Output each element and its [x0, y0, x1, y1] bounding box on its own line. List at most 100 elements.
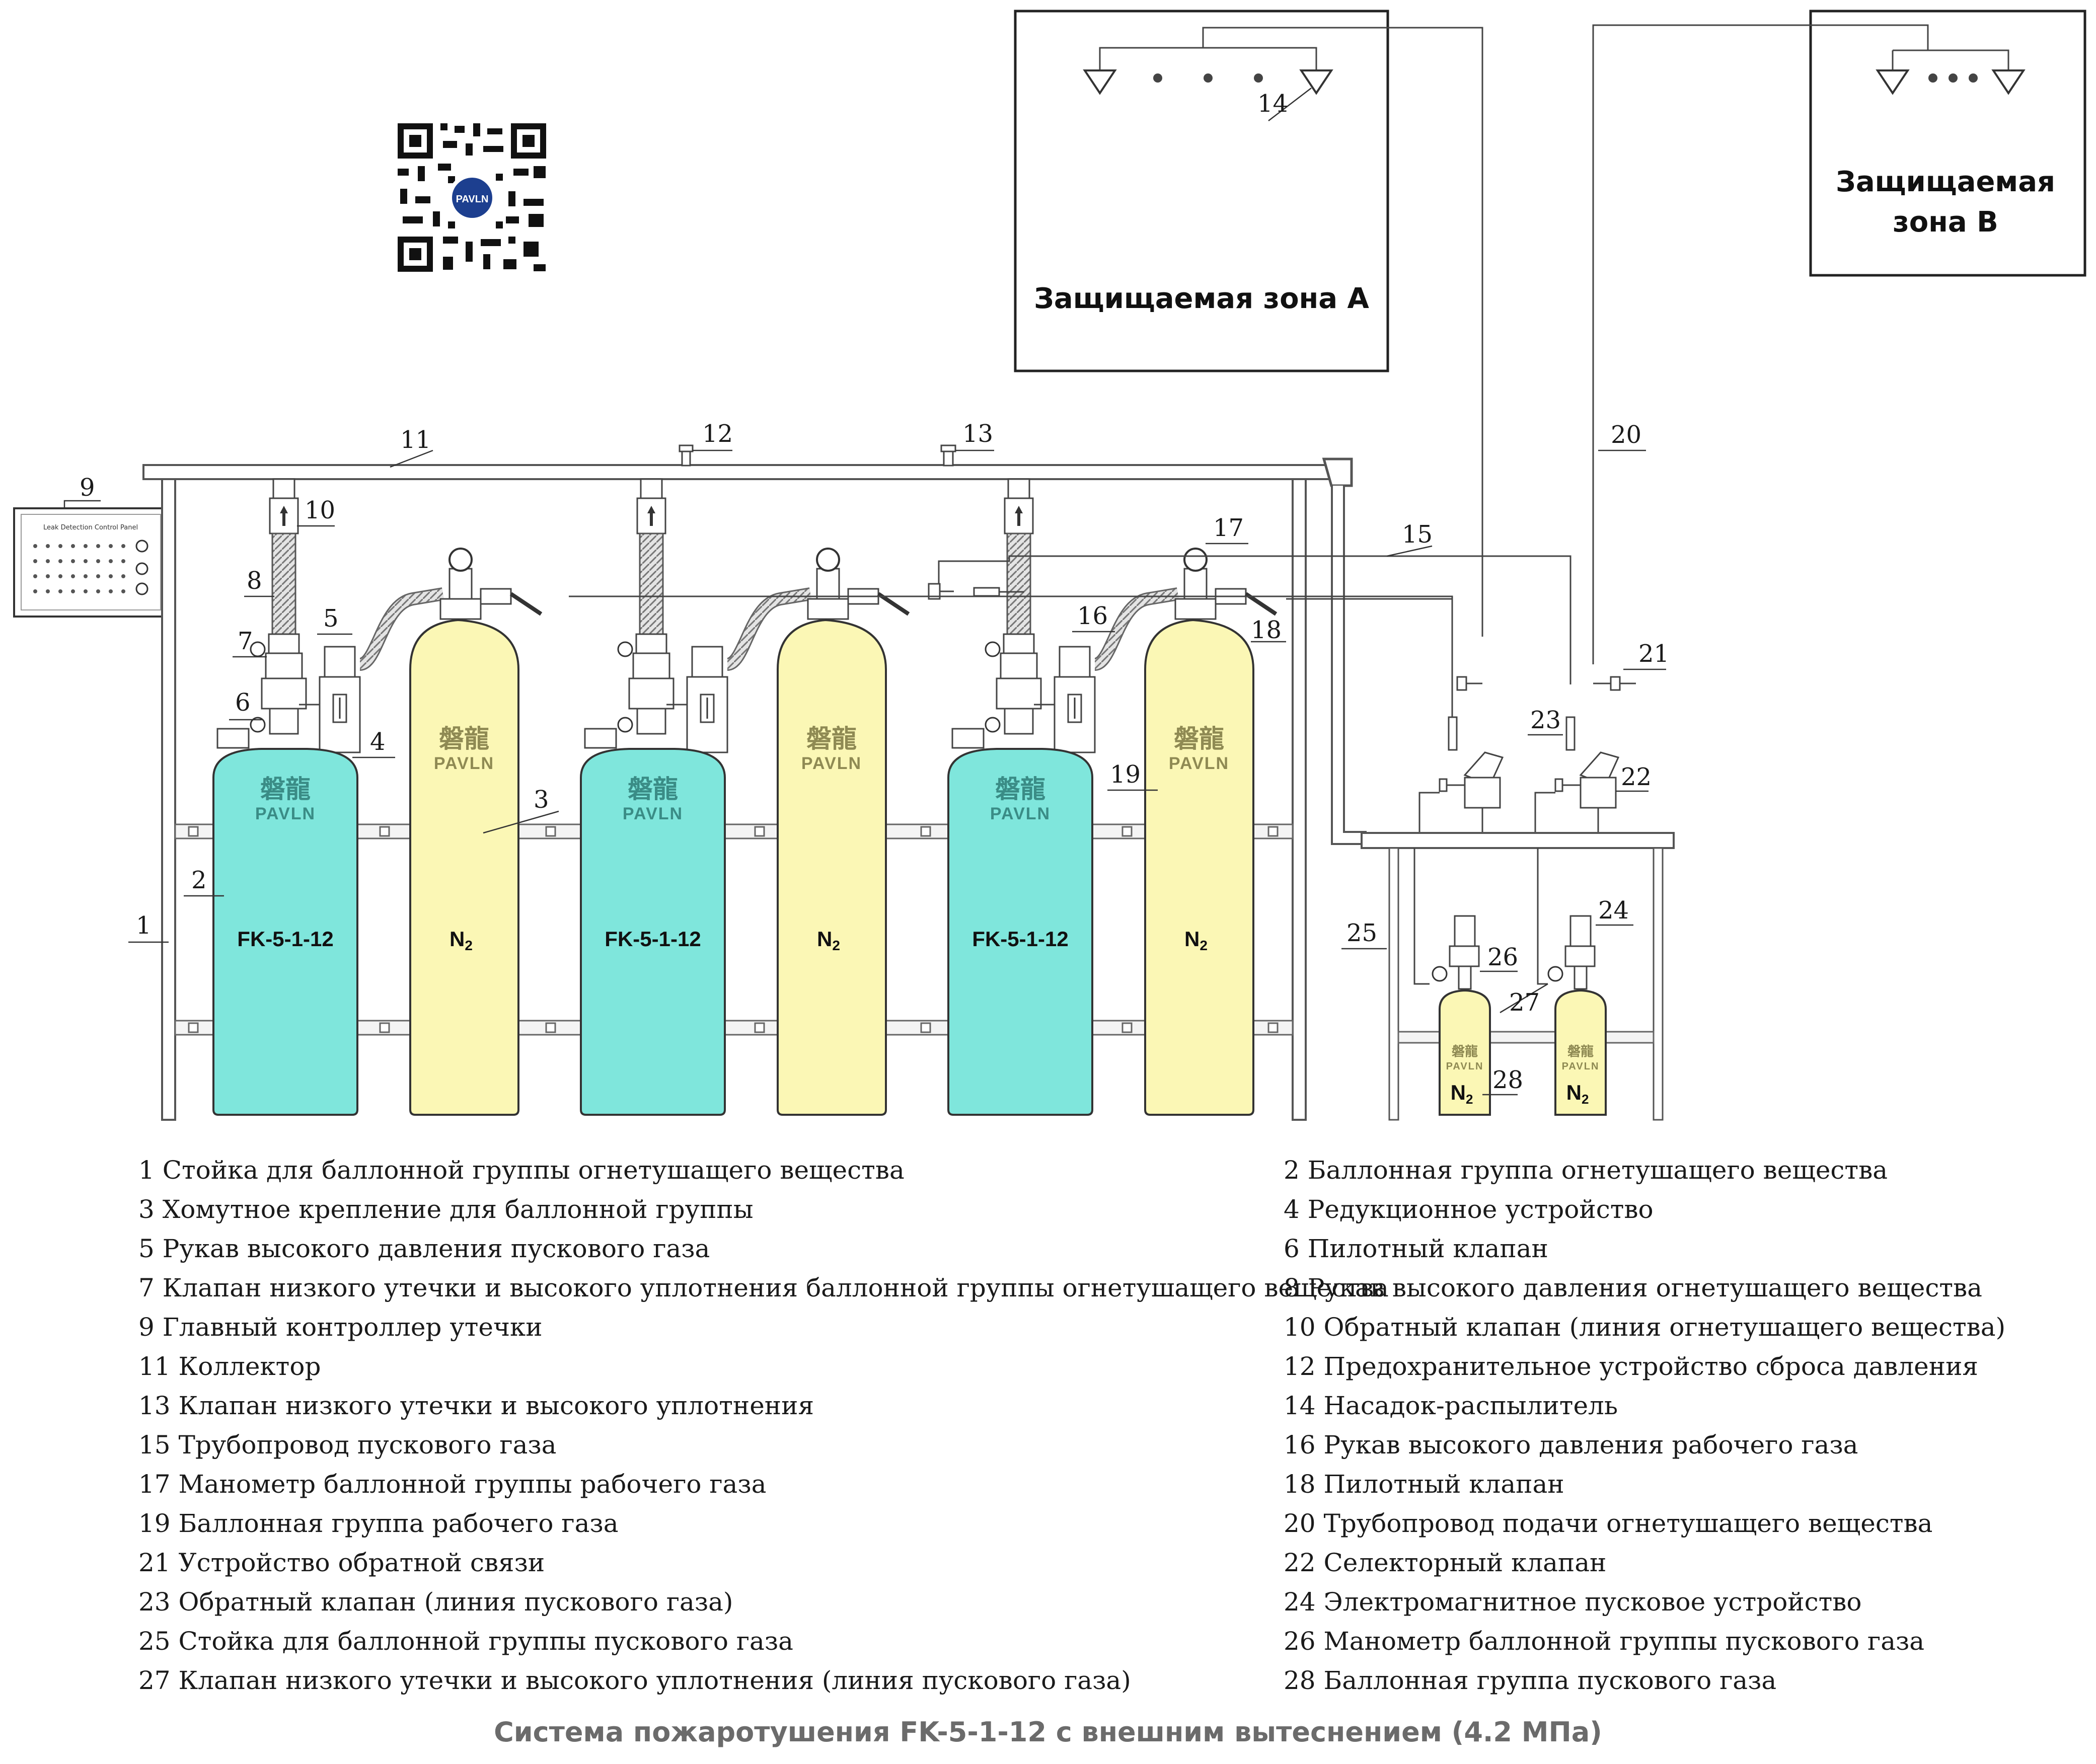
cylinder-brand-en: PAVLN [1562, 1061, 1600, 1072]
n2-label-subscript: 2 [1200, 938, 1208, 953]
cylinder-brand-en: PAVLN [255, 804, 316, 823]
legend-item: 7 Клапан низкого утечки и высокого уплот… [138, 1273, 1389, 1302]
pilot-cylinder-2: 磐龍 PAVLN N2 [1547, 915, 1607, 1116]
qr-code: PAVLN [395, 121, 549, 274]
legend-item: 9 Главный контроллер утечки [138, 1313, 543, 1342]
cylinder-brand-cn: 磐龍 [260, 775, 311, 804]
callout-11: 11 [400, 426, 431, 454]
zone-a-label: Защищаемая зона A [1034, 282, 1369, 315]
controller-panel-title: Leak Detection Control Panel [43, 524, 138, 531]
cylinder-brand-cn: 磐龍 [995, 775, 1045, 804]
agent-cylinder [947, 748, 1093, 1116]
svg-text:N2: N2 [817, 927, 840, 953]
legend-item: 10 Обратный клапан (линия огнетушащего в… [1284, 1313, 2006, 1342]
svg-text:N2: N2 [1451, 1081, 1473, 1107]
legend-item: 11 Коллектор [138, 1352, 321, 1381]
legend-item: 8 Рукав высокого давления огнетушащего в… [1284, 1273, 1982, 1302]
callout-24: 24 [1598, 896, 1629, 925]
n2-label-subscript: 2 [465, 938, 473, 953]
legend-item: 19 Баллонная группа рабочего газа [138, 1509, 619, 1538]
n2-cylinder [777, 619, 887, 1116]
legend-item: 15 Трубопровод пускового газа [138, 1430, 557, 1460]
legend-item: 4 Редукционное устройство [1284, 1195, 1654, 1224]
callout-2: 2 [191, 866, 207, 894]
callout-19: 19 [1110, 760, 1141, 789]
n2-label-subscript: 2 [1466, 1092, 1473, 1107]
n2-label-subscript: 2 [1582, 1092, 1589, 1107]
protected-zone-a: Защищаемая зона A 14 [1014, 10, 1483, 637]
callout-1: 1 [136, 911, 152, 940]
n2-cylinder [409, 619, 519, 1116]
n2-label: N [1451, 1081, 1466, 1104]
callout-28: 28 [1492, 1066, 1523, 1094]
callout-9: 9 [80, 474, 95, 502]
n2-cylinder [1144, 619, 1254, 1116]
svg-text:N2: N2 [1184, 927, 1208, 953]
cylinder-brand-cn: 磐龍 [1567, 1044, 1594, 1059]
cylinder-brand-en: PAVLN [1169, 754, 1229, 773]
selector-valves [1418, 676, 1636, 833]
legend-item: 17 Манометр баллонной группы рабочего га… [138, 1470, 767, 1499]
protected-zone-b: Защищаемая зона B [1592, 10, 2086, 664]
legend-item: 21 Устройство обратной связи [138, 1548, 545, 1577]
legend-item: 2 Баллонная группа огнетушащего вещества [1284, 1156, 1888, 1185]
legend-item: 13 Клапан низкого утечки и высокого упло… [138, 1391, 814, 1420]
cylinder-brand-cn: 磐龍 [806, 724, 857, 753]
legend-item: 16 Рукав высокого давления рабочего газа [1284, 1430, 1858, 1460]
qr-logo-text: PAVLN [456, 194, 489, 205]
legend-item: 28 Баллонная группа пускового газа [1284, 1666, 1777, 1695]
cylinder-brand-en: PAVLN [434, 754, 494, 773]
agent-cylinder [580, 748, 726, 1116]
callout-14: 14 [1257, 90, 1288, 118]
agent-cylinder-label: FK-5-1-12 [605, 927, 701, 951]
callout-22: 22 [1621, 763, 1652, 791]
leak-controller: Leak Detection Control Panel 9 [13, 474, 169, 618]
callout-20: 20 [1611, 421, 1641, 449]
legend-item: 24 Электромагнитное пусковое устройство [1284, 1587, 1862, 1617]
legend-item: 20 Трубопровод подачи огнетушащего вещес… [1284, 1509, 1933, 1538]
zone-b-label-line1: Защищаемая [1836, 166, 2055, 198]
pilot-cylinder-1: 磐龍 PAVLN N2 [1432, 915, 1491, 1116]
nozzle-icon [1876, 69, 2026, 95]
legend-item: 12 Предохранительное устройство сброса д… [1284, 1352, 1978, 1381]
callout-6: 6 [235, 688, 251, 717]
cylinder-brand-en: PAVLN [1446, 1061, 1484, 1072]
callout-15: 15 [1402, 520, 1433, 549]
svg-text:N2: N2 [1566, 1081, 1589, 1107]
callout-17: 17 [1213, 514, 1244, 542]
legend-item: 27 Клапан низкого утечки и высокого упло… [138, 1666, 1131, 1695]
svg-text:N2: N2 [450, 927, 473, 953]
pilot-gas-pipeline [569, 555, 1571, 717]
diagram-caption: Система пожаротушения FK-5-1-12 с внешни… [494, 1716, 1602, 1748]
legend-item: 25 Стойка для баллонной группы пускового… [138, 1627, 793, 1656]
agent-cylinder-label: FK-5-1-12 [972, 927, 1068, 951]
callout-16: 16 [1077, 602, 1108, 630]
legend-item: 23 Обратный клапан (линия пускового газа… [138, 1587, 733, 1617]
n2-label: N [1566, 1081, 1582, 1104]
n2-label: N [817, 927, 832, 951]
n2-label: N [1184, 927, 1200, 951]
callout-8: 8 [247, 567, 262, 595]
cylinder-brand-cn: 磐龍 [1452, 1044, 1478, 1059]
cylinder-brand-cn: 磐龍 [1174, 724, 1224, 753]
legend-item: 26 Манометр баллонной группы пускового г… [1284, 1627, 1925, 1656]
agent-cylinder [212, 748, 358, 1116]
callout-23: 23 [1530, 706, 1561, 734]
callout-13: 13 [962, 420, 993, 448]
nozzle-icon [1083, 69, 1333, 95]
cylinder-brand-en: PAVLN [990, 804, 1051, 823]
cylinder-group-1: 磐龍 PAVLN FK-5-1-12 磐龍 PAVLN N2 [212, 478, 543, 1116]
callout-4: 4 [370, 728, 386, 756]
legend-item: 18 Пилотный клапан [1284, 1470, 1564, 1499]
callouts: 1 2 3 4 5 6 7 8 10 11 12 13 15 16 17 18 … [128, 420, 1669, 1096]
callout-21: 21 [1638, 640, 1669, 668]
legend-item: 5 Рукав высокого давления пускового газа [138, 1234, 710, 1263]
callout-3: 3 [534, 786, 549, 814]
callout-5: 5 [323, 604, 339, 633]
cylinder-brand-en: PAVLN [801, 754, 862, 773]
callout-12: 12 [702, 420, 733, 448]
n2-label-subscript: 2 [832, 938, 840, 953]
manifold [142, 444, 1367, 845]
cylinder-brand-cn: 磐龍 [628, 775, 678, 804]
